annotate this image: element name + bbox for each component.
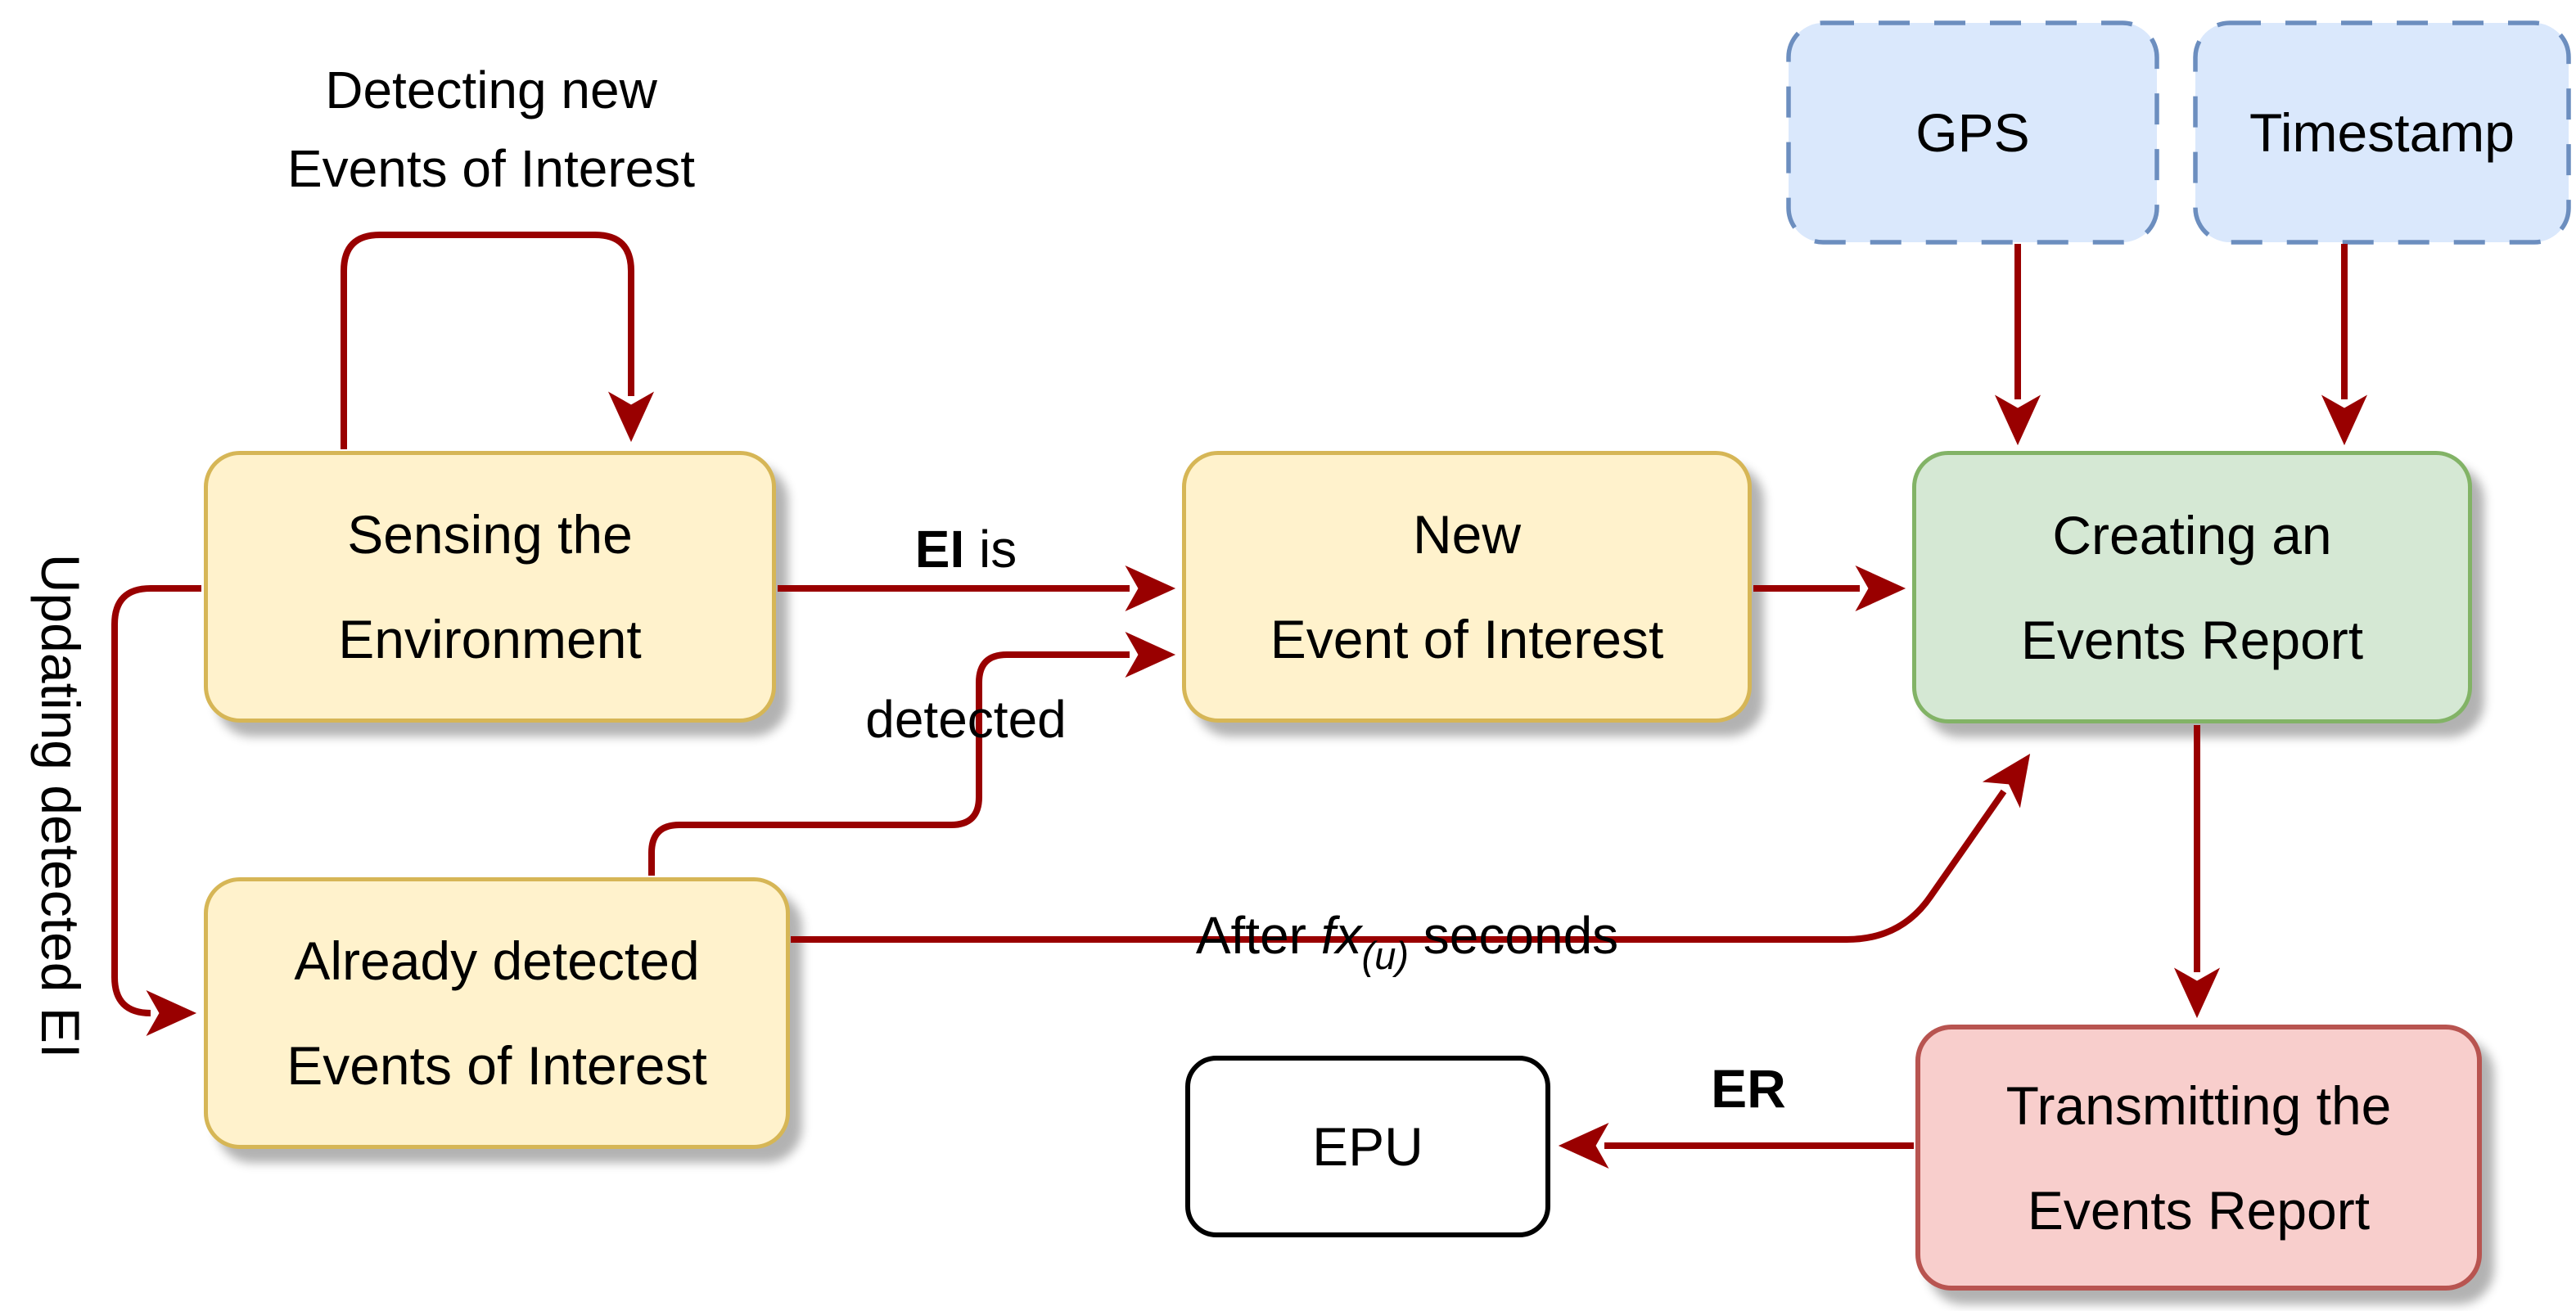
label-updating-detected-ei: Updating detected EI: [30, 553, 91, 1059]
node-sensing-the-environment: Sensing the Environment: [204, 451, 776, 723]
label-after: After: [1195, 906, 1321, 965]
node-label: Timestamp: [2249, 102, 2515, 163]
label-after-fx-seconds: After fx(u) seconds: [1162, 845, 1653, 978]
node-label: EPU: [1312, 1116, 1423, 1177]
label-fx-subscript: (u): [1361, 934, 1409, 977]
edge-sensing-self-loop: [341, 232, 655, 449]
label-fx: fx: [1320, 906, 1362, 965]
node-label: Sensing the Environment: [338, 504, 642, 669]
label-line: EI is: [802, 507, 1130, 592]
node-transmitting-the-events-report: Transmitting the Events Report: [1915, 1025, 2482, 1291]
label-line: detected: [802, 677, 1130, 762]
node-epu: EPU: [1185, 1056, 1550, 1237]
node-gps: GPS: [1789, 23, 2157, 242]
node-timestamp: Timestamp: [2195, 23, 2569, 242]
label-ei-is-detected: EI is detected: [802, 421, 1130, 847]
node-label: Already detected Events of Interest: [286, 930, 707, 1096]
edge-sensing-to-already: [111, 585, 201, 1037]
node-new-event-of-interest: New Event of Interest: [1182, 451, 1752, 723]
label-ei: EI: [914, 520, 965, 579]
label-detected: detected: [865, 690, 1067, 749]
node-label: Creating an Events Report: [2020, 504, 2364, 670]
node-label: New Event of Interest: [1270, 504, 1664, 669]
label-seconds: seconds: [1409, 906, 1619, 965]
node-already-detected-events-of-interest: Already detected Events of Interest: [204, 877, 790, 1149]
label-er: ER: [1711, 1058, 1786, 1119]
label-detecting-new-events-of-interest: Detecting new Events of Interest: [286, 61, 696, 198]
label-is: is: [964, 520, 1017, 579]
node-label: Transmitting the Events Report: [2005, 1074, 2392, 1241]
node-creating-an-events-report: Creating an Events Report: [1912, 451, 2472, 723]
node-label: GPS: [1915, 102, 2030, 163]
